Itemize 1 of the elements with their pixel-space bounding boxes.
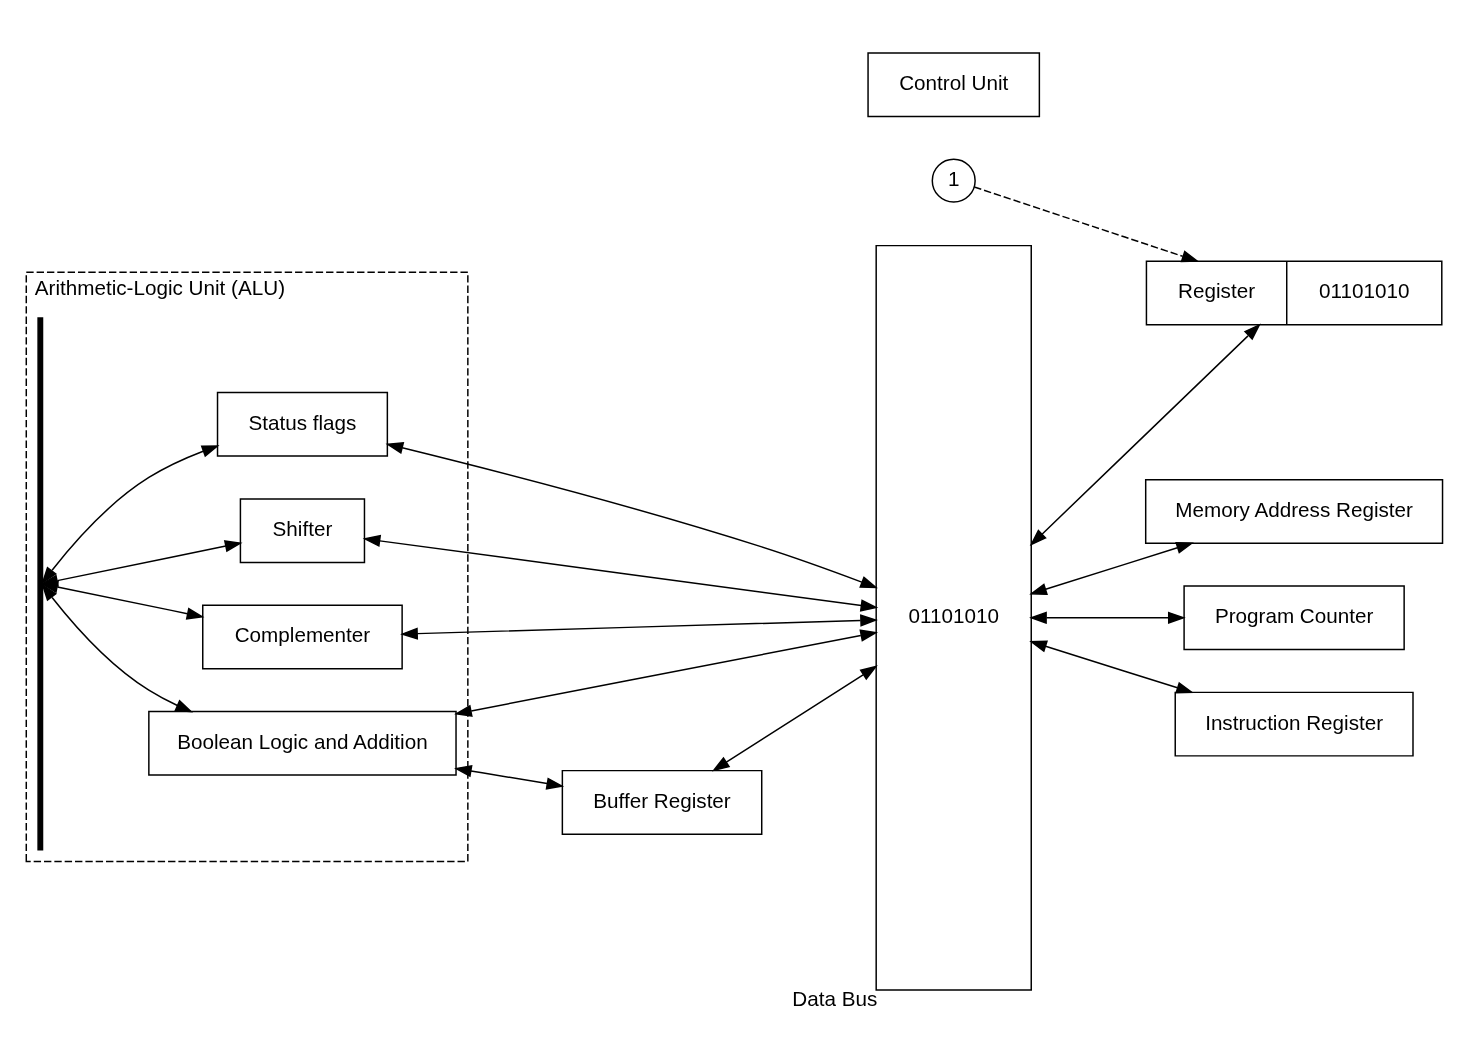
node-label: Data Bus <box>792 986 878 1010</box>
